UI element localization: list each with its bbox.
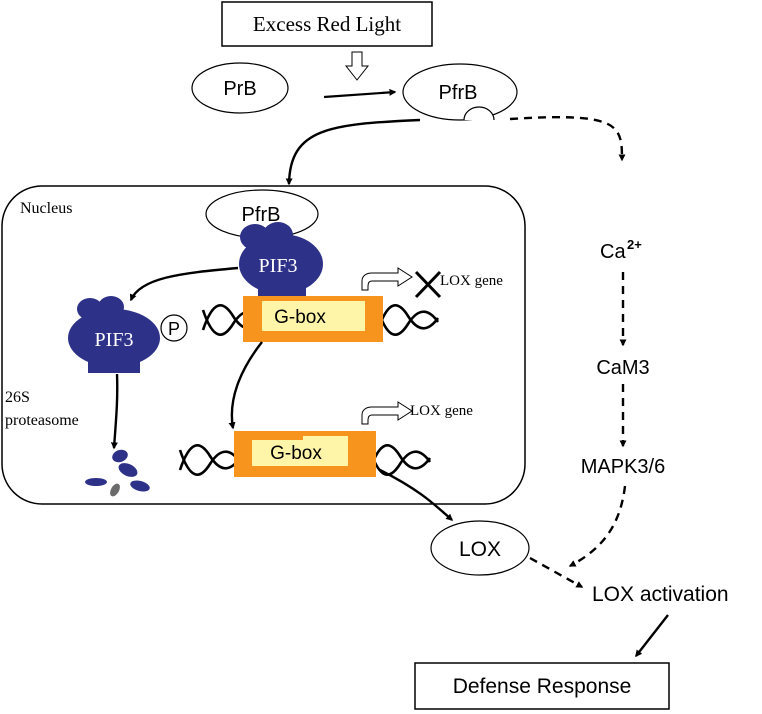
ca-label: Ca [600,241,626,263]
lower-gbox: G-box [234,431,376,477]
pfrb-nucleus-label: PfrB [242,204,281,226]
blocked-x-icon [414,270,442,299]
upper-gbox: G-box [243,296,383,342]
pfrb-to-ca-dashed-arrow [509,115,626,162]
lower-lox-gene-label: LOX gene [410,403,473,419]
nucleus-label: Nucleus [20,200,72,217]
upper-lox-gene-label: LOX gene [440,273,503,289]
lox-to-activation-dashed-arrow [529,556,584,589]
upper-transcription-arrow [361,267,413,291]
degraded-pif3-fragments [85,449,150,497]
upper-gbox-label: G-box [274,307,326,328]
defense-response-box: Defense Response [414,662,670,710]
activation-to-defense-arrow [635,614,669,658]
nucleus-compartment [1,185,526,505]
pif3-free-protein: PIF3 [68,296,160,373]
pfrb-top-node: PfrB [402,63,518,121]
excess-red-light-box: Excess Red Light [221,1,433,47]
lower-transcription-arrow [361,401,413,425]
hollow-down-arrow [344,51,370,81]
gene-to-lox-arrow [379,468,454,521]
mapk-label: MAPK3/6 [581,456,665,478]
defense-response-label: Defense Response [453,675,632,698]
prb-to-pfrb-arrow [323,88,397,99]
lox-activation-label: LOX activation [592,583,729,606]
prb-node: PrB [191,62,289,114]
pif3-degradation-arrow [110,373,119,450]
proteasome-label-line1: 26S [5,389,30,406]
phosphate-marker: P [160,314,188,342]
proteasome-label-line2: proteasome [5,412,79,429]
pif3-bound-protein: PIF3 [239,222,323,302]
excess-red-light-label: Excess Red Light [253,12,401,36]
lox-node: LOX [430,520,530,576]
pif3-release-arrow [129,266,239,302]
pif3-free-label: PIF3 [95,329,134,351]
lower-gbox-label: G-box [270,443,322,464]
lower-dna-helix [178,444,432,476]
pfrb-top-label: PfrB [439,82,478,104]
ca-superscript: 2+ [627,237,642,252]
pfrb-to-nucleus-arrow [285,118,421,186]
prb-label: PrB [223,78,256,100]
upper-dna-helix [201,304,440,336]
lox-label: LOX [459,538,501,561]
ca-node: Ca 2+ [600,237,642,263]
phosphate-label: P [168,319,180,339]
mapk-to-activation-dashed-arrow [568,485,627,568]
cam3-label: CaM3 [596,357,649,379]
pif3-bound-label: PIF3 [259,255,298,277]
gbox-release-arrow [228,341,263,430]
